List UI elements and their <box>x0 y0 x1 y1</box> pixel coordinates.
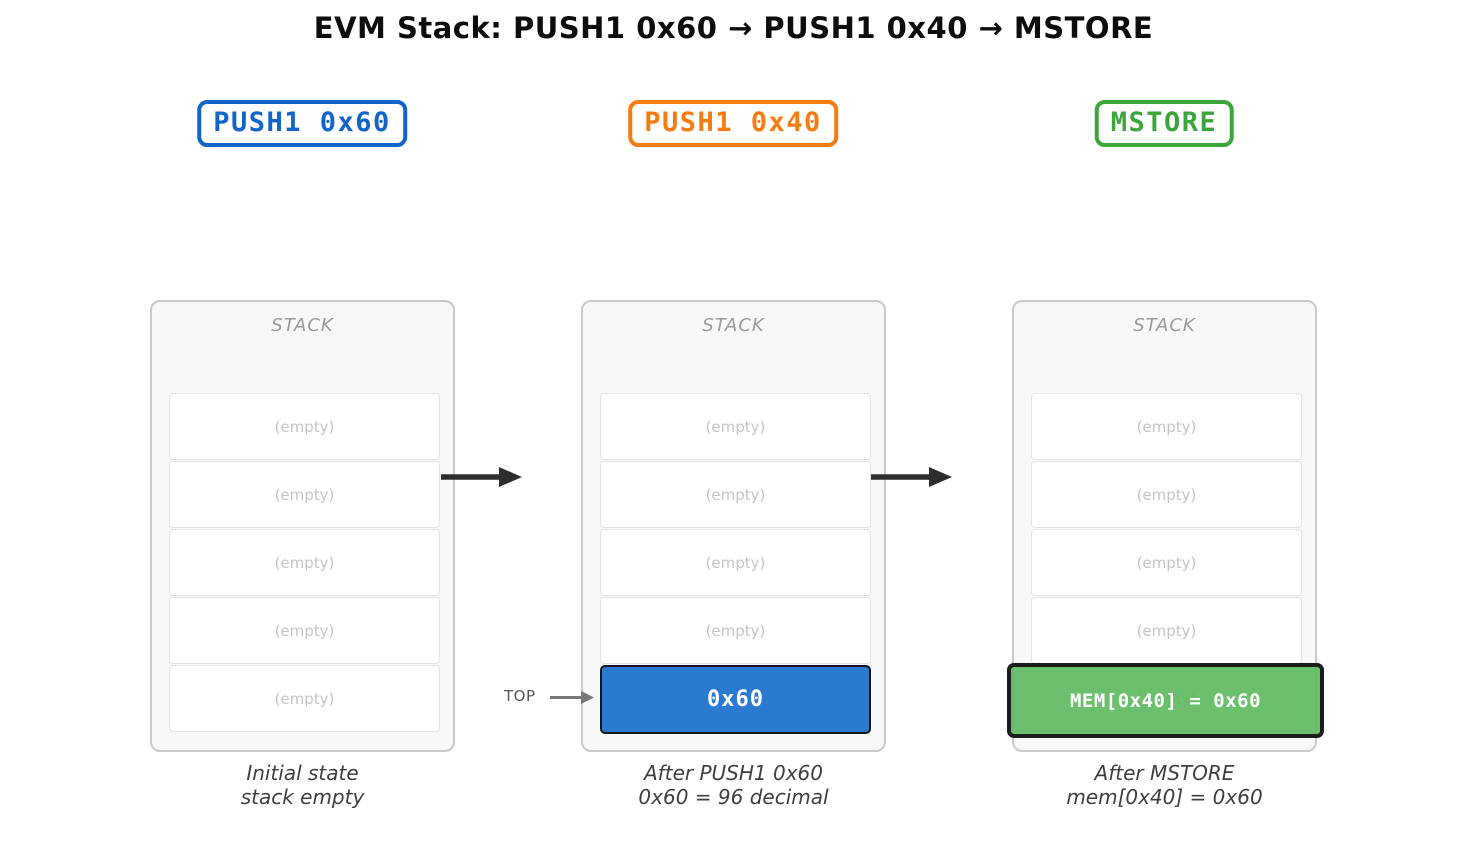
stack-panel-after-push1: STACK (empty) (empty) (empty) (empty) 0x… <box>581 300 886 752</box>
stack-slot-empty: (empty) <box>169 597 440 664</box>
caption-line: After MSTORE <box>1094 761 1235 785</box>
stack-panel-header: STACK <box>271 315 334 336</box>
stack-panel-header: STACK <box>702 315 765 336</box>
caption-line: Initial state <box>246 761 359 785</box>
stack-slot-empty: (empty) <box>1031 461 1302 528</box>
top-pointer-label: TOP <box>504 687 536 705</box>
stack-slot-empty: (empty) <box>600 597 871 664</box>
panel-caption: After MSTORE mem[0x40] = 0x60 <box>1012 761 1317 809</box>
stack-slot-top-value: 0x60 <box>600 665 871 734</box>
stack-slot-empty: (empty) <box>1031 597 1302 664</box>
panel-caption: Initial state stack empty <box>150 761 455 809</box>
badge-push1-0x60: PUSH1 0x60 <box>197 100 407 147</box>
stack-slot-empty: (empty) <box>1031 393 1302 460</box>
stack-slot-empty: (empty) <box>600 461 871 528</box>
stack-panel-after-mstore: STACK (empty) (empty) (empty) (empty) (e… <box>1007 300 1324 752</box>
caption-line: mem[0x40] = 0x60 <box>1066 785 1263 809</box>
caption-line: After PUSH1 0x60 <box>644 761 823 785</box>
flow-arrow-icon <box>871 467 952 487</box>
panel-caption: After PUSH1 0x60 0x60 = 96 decimal <box>581 761 886 809</box>
caption-line: stack empty <box>240 785 365 809</box>
stack-slots: (empty) (empty) (empty) (empty) 0x60 <box>600 393 871 734</box>
badge-push1-0x40: PUSH1 0x40 <box>628 100 838 147</box>
badge-mstore: MSTORE <box>1094 100 1234 147</box>
stack-slot-empty: (empty) <box>169 393 440 460</box>
flow-arrow-icon <box>441 467 522 487</box>
page-title: EVM Stack: PUSH1 0x60 → PUSH1 0x40 → MST… <box>313 11 1154 45</box>
stack-panel-header: STACK <box>1133 315 1196 336</box>
caption-line: 0x60 = 96 decimal <box>638 785 829 809</box>
memory-write-overlay: MEM[0x40] = 0x60 <box>1007 663 1324 738</box>
stack-slot-empty: (empty) <box>1031 529 1302 596</box>
stack-slot-empty: (empty) <box>600 529 871 596</box>
stack-slots: (empty) (empty) (empty) (empty) (empty) <box>169 393 440 733</box>
stack-slot-empty: (empty) <box>600 393 871 460</box>
top-pointer-arrow-icon <box>550 691 594 704</box>
stack-slot-empty: (empty) <box>169 665 440 732</box>
stack-slot-empty: (empty) <box>169 529 440 596</box>
stack-panel-initial: STACK (empty) (empty) (empty) (empty) (e… <box>150 300 455 752</box>
stack-slot-empty: (empty) <box>169 461 440 528</box>
